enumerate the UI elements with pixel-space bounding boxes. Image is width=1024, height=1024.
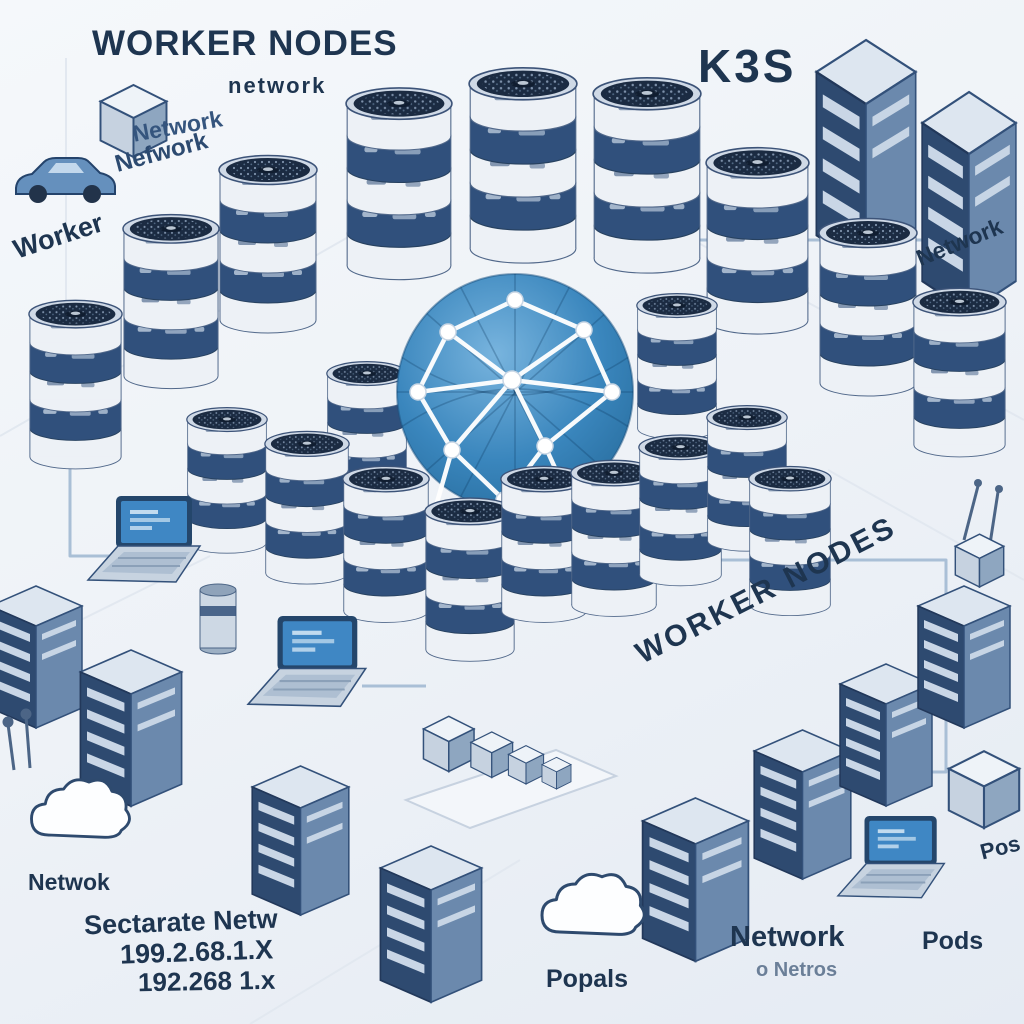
- node-stack: [345, 87, 453, 281]
- pod-cube: [470, 731, 514, 779]
- label-pods-center: Popals: [546, 965, 628, 993]
- server-rack: [251, 765, 350, 916]
- node-stack: [122, 213, 220, 390]
- pod-platform: [403, 715, 619, 830]
- storage-box: [947, 750, 1021, 830]
- node-stack: [818, 217, 918, 397]
- server-rack: [753, 729, 852, 880]
- node-stack: [912, 287, 1007, 458]
- laptop: [247, 614, 367, 708]
- server-rack: [917, 585, 1011, 729]
- server-cabinet: [920, 90, 1018, 314]
- cloud: [540, 872, 646, 936]
- label-pods-right: Pods: [922, 927, 984, 955]
- node-stack: [186, 407, 268, 554]
- pod-cube: [541, 756, 572, 790]
- node-stack: [468, 67, 578, 264]
- pod-cube: [422, 715, 475, 773]
- label-worker-nodes-title: WORKER NODES: [92, 24, 398, 63]
- label-netros: o Netros: [756, 959, 838, 981]
- node-stack: [636, 293, 718, 440]
- node-stack: [705, 146, 810, 335]
- equipment-right: [947, 479, 1021, 830]
- label-network-subtitle: network: [228, 73, 327, 98]
- node-stack: [592, 77, 702, 274]
- laptop: [87, 495, 201, 583]
- label-ip-line-2: 192.268 1.x: [137, 964, 276, 998]
- pod-cube: [507, 745, 545, 785]
- antenna: [2, 708, 32, 771]
- canister: [199, 583, 237, 655]
- label-network-bottom-left: Netwok: [28, 869, 110, 895]
- label-network-bottom-right: Network: [730, 921, 845, 953]
- node-stack: [218, 154, 318, 334]
- node-stack: [342, 465, 430, 624]
- laptop: [836, 815, 946, 899]
- server-rack: [0, 585, 83, 729]
- node-stack: [264, 430, 350, 585]
- node-stack: [28, 299, 123, 470]
- label-k3s: K3S: [698, 40, 797, 92]
- label-ip-line-1: 199.2.68.1.X: [119, 934, 274, 970]
- server-rack: [379, 845, 483, 1004]
